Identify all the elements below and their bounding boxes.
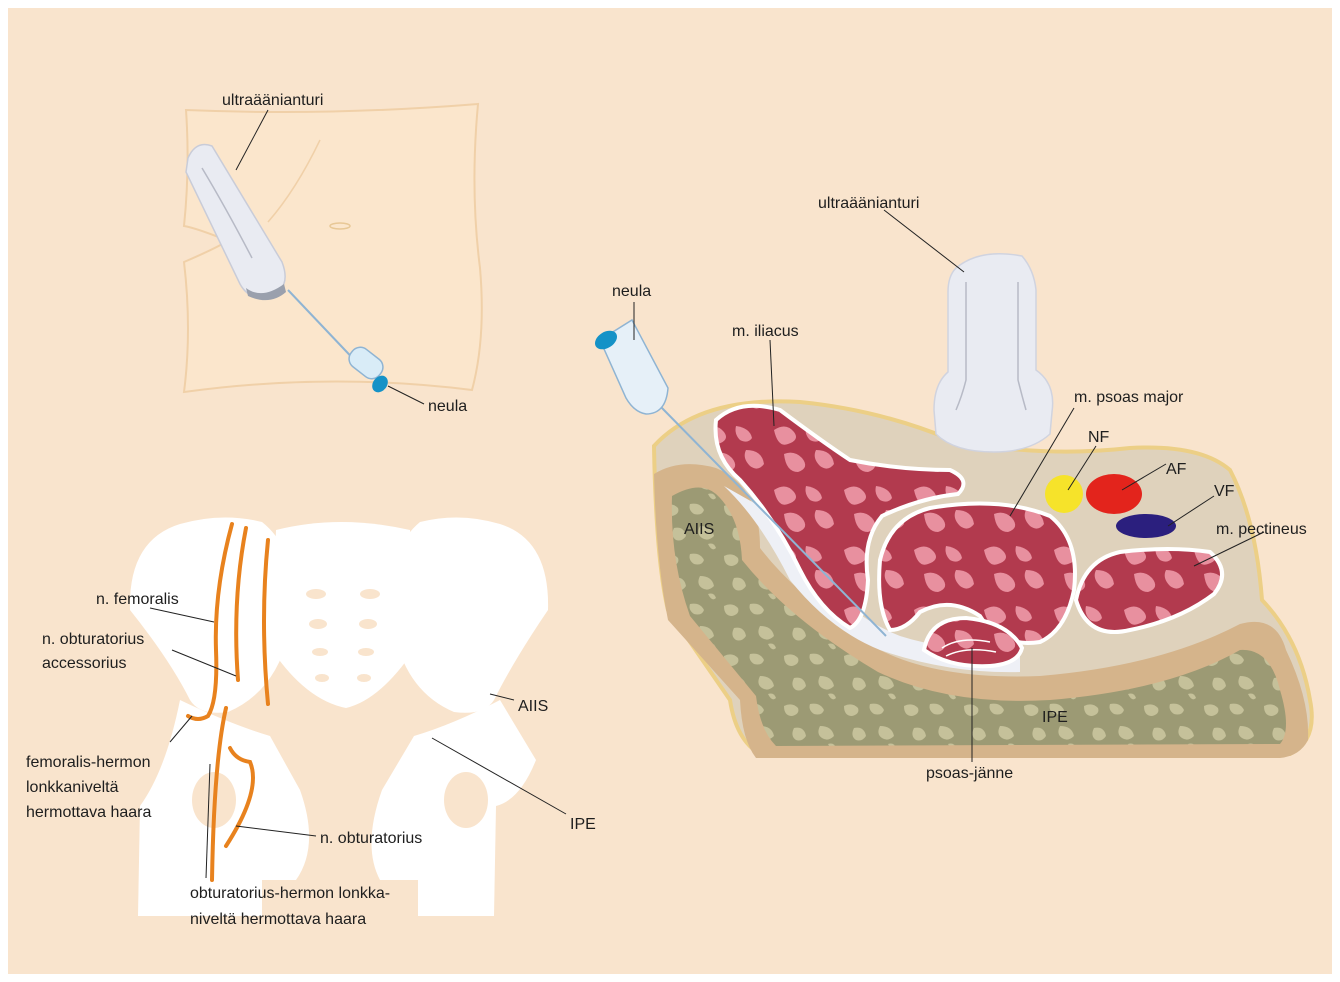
label-VF: VF xyxy=(1214,483,1235,500)
skin-probe-illustration: ultraäänianturi neula xyxy=(184,92,482,415)
label-AIIS: AIIS xyxy=(684,521,714,538)
label-obturatorius-branch-1: obturatorius-hermon lonkka- xyxy=(190,885,390,902)
label-femoralis-branch-3: hermottava haara xyxy=(26,804,152,821)
label-psoas-tendon: psoas-jänne xyxy=(926,765,1013,782)
label-NF: NF xyxy=(1088,429,1110,446)
label-n-femoralis: n. femoralis xyxy=(96,591,179,608)
label-m-psoas-major: m. psoas major xyxy=(1074,389,1184,406)
label-femoralis-branch-2: lonkkaniveltä xyxy=(26,779,119,796)
label-IPE: IPE xyxy=(1042,709,1068,726)
label-n-obturatorius-accessorius-1: n. obturatorius xyxy=(42,631,144,648)
label-AF: AF xyxy=(1166,461,1187,478)
label-needle: neula xyxy=(612,283,651,300)
ultrasound-probe-icon xyxy=(934,254,1053,452)
vein-VF xyxy=(1116,514,1176,538)
label-n-obturatorius: n. obturatorius xyxy=(320,830,422,847)
label-aiis-pelvis: AIIS xyxy=(518,698,548,715)
label-m-iliacus: m. iliacus xyxy=(732,323,799,340)
needle-label: neula xyxy=(428,398,467,415)
nerve-NF xyxy=(1045,475,1083,513)
label-probe: ultraäänianturi xyxy=(818,195,919,212)
label-ipe-pelvis: IPE xyxy=(570,816,596,833)
probe-label: ultraäänianturi xyxy=(222,92,323,109)
label-n-obturatorius-accessorius-2: accessorius xyxy=(42,655,126,672)
label-obturatorius-branch-2: niveltä hermottava haara xyxy=(190,911,366,928)
artery-AF xyxy=(1086,474,1142,514)
label-femoralis-branch-1: femoralis-hermon xyxy=(26,754,150,771)
label-m-pectineus: m. pectineus xyxy=(1216,521,1307,538)
